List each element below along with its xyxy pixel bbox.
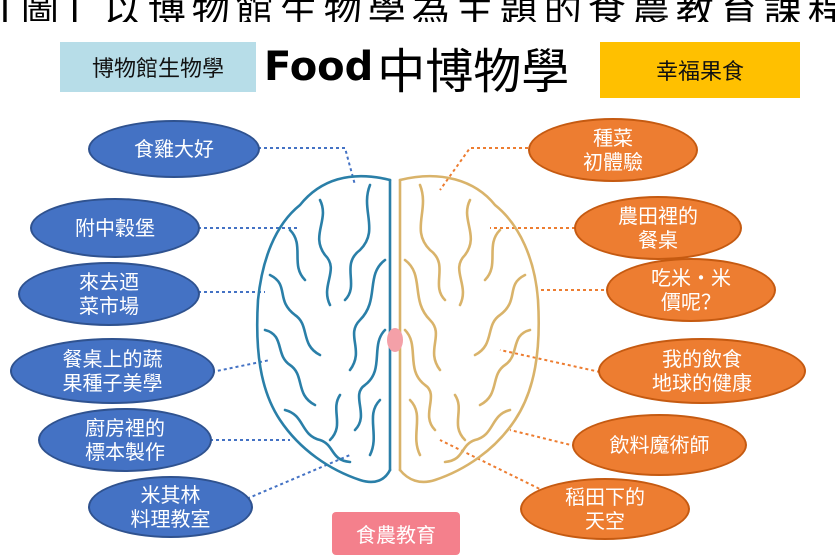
left-connectors [198, 147, 356, 509]
course-earth-health: 我的飲食 地球的健康 [598, 338, 806, 404]
title-english: Food [264, 44, 374, 90]
course-rice-price: 吃米・米 價呢？ [606, 258, 776, 322]
course-michelin: 米其林 料理教室 [88, 476, 253, 538]
course-grain-fort: 附中穀堡 [30, 198, 200, 258]
course-seed-aesthetics: 餐桌上的蔬 果種子美學 [10, 338, 215, 404]
brain-left-hemisphere [255, 174, 392, 484]
museum-biology-label: 博物館生物學 [60, 42, 256, 92]
course-farm-table: 農田裡的 餐桌 [574, 196, 742, 260]
course-rice-field-sky: 稻田下的 天空 [520, 478, 690, 540]
brain-right-hemisphere [398, 174, 541, 484]
course-drink-magician: 飲料魔術師 [572, 414, 747, 476]
course-chicken: 食雞大好 [88, 120, 260, 178]
course-market: 來去迺 菜市場 [18, 262, 200, 326]
course-first-farming: 種菜 初體驗 [528, 118, 698, 182]
course-specimen: 廚房裡的 標本製作 [38, 408, 212, 472]
page-title: Food 中博物學 [264, 32, 569, 102]
title-chinese: 中博物學 [377, 44, 570, 100]
brain-center-mark [387, 328, 403, 352]
cropped-top-text: [圖] 以博物館生物學為主題的食農教育課程 [0, 0, 835, 22]
food-agriculture-education-tag: 食農教育 [332, 512, 460, 555]
right-connectors [439, 147, 610, 495]
happy-fruit-food-label: 幸福果食 [600, 42, 800, 98]
